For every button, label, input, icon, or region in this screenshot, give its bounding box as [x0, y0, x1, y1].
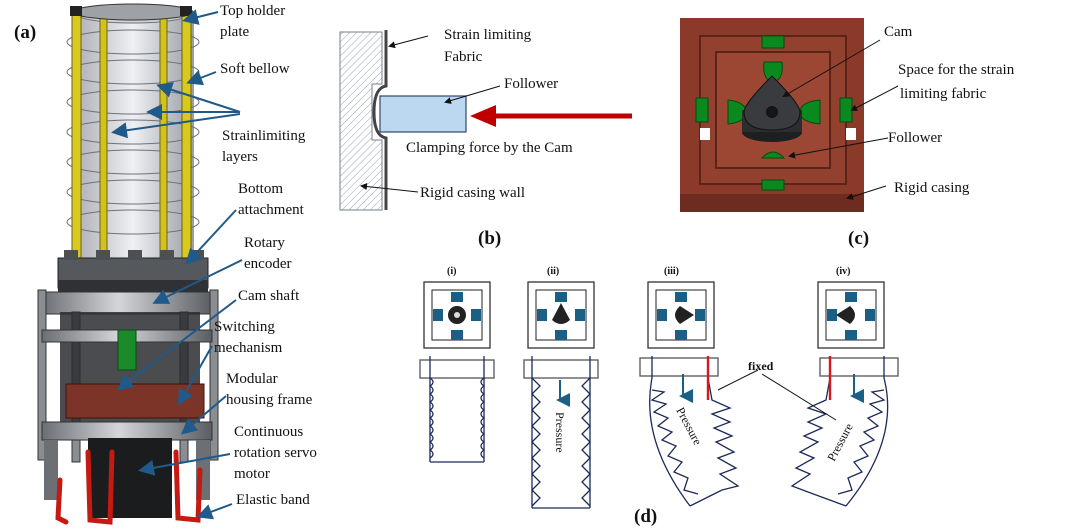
bellow-i — [419, 356, 495, 463]
label-rotary-2: encoder — [244, 256, 291, 272]
rigid-casing-wall — [339, 31, 383, 211]
pressure-label-iv: Pressure — [824, 421, 855, 463]
modular-housing-frame — [37, 289, 219, 463]
label-top-holder-2: plate — [220, 24, 249, 40]
label-rotary: Rotary — [244, 235, 285, 251]
label-modular-2: housing frame — [226, 392, 313, 408]
bottom-attachment — [57, 250, 209, 294]
label-servo-2: rotation servo — [234, 445, 317, 461]
cam-shaft — [117, 329, 137, 371]
panel-c-labels: Cam Space for the strain limiting fabric… — [848, 24, 1015, 249]
label-elastic-band: Elastic band — [236, 492, 310, 508]
label-rigid-casing: Rigid casing — [894, 180, 970, 196]
label-switching: Switching — [214, 319, 275, 335]
label-rigid-wall: Rigid casing wall — [420, 185, 525, 201]
label-strain-fabric: Strain limiting — [444, 27, 532, 43]
label-bottom: Bottom — [238, 181, 283, 197]
switching-mechanism — [65, 383, 205, 419]
sub-label-i: (i) — [447, 266, 456, 277]
label-space-2: limiting fabric — [900, 86, 987, 102]
panel-label-c: (c) — [848, 228, 869, 249]
cam-top — [743, 75, 801, 131]
strain-limiting-fabric — [372, 30, 388, 210]
label-modular: Modular — [226, 371, 278, 387]
pressure-label-ii: Pressure — [553, 412, 567, 453]
label-space: Space for the strain — [898, 62, 1015, 78]
top-view-ii — [527, 281, 595, 349]
label-clamping-force: Clamping force by the Cam — [406, 140, 573, 156]
panel-b-labels: Strain limiting Fabric Follower Clamping… — [406, 27, 573, 249]
panel-c-diagram — [680, 18, 899, 212]
label-soft-bellow: Soft bellow — [220, 61, 290, 77]
panel-label-d: (d) — [634, 506, 657, 527]
bellow-ii — [523, 356, 599, 509]
servo-motor — [88, 438, 172, 518]
label-bottom-2: attachment — [238, 202, 305, 218]
panel-b-diagram — [339, 30, 632, 211]
sub-label-iv: (iv) — [836, 266, 850, 277]
label-strain-fabric-2: Fabric — [444, 49, 483, 65]
panel-label-a: (a) — [14, 22, 36, 43]
label-strainlimiting: Strainlimiting — [222, 128, 306, 144]
top-view-iii — [647, 281, 715, 349]
top-view-iv — [817, 281, 885, 349]
label-switching-2: mechanism — [214, 340, 283, 356]
bellow-iv — [790, 356, 899, 507]
follower-block — [379, 95, 467, 133]
sub-label-iii: (iii) — [664, 266, 679, 277]
label-follower-c: Follower — [888, 130, 942, 146]
followers — [695, 35, 853, 191]
fixed-leaders — [717, 369, 837, 421]
panel-label-b: (b) — [478, 228, 501, 249]
label-cam: Cam — [884, 24, 913, 40]
label-strainlimiting-2: layers — [222, 149, 258, 165]
panel-a-device — [37, 3, 219, 525]
label-servo-3: motor — [234, 466, 270, 482]
panel-d-sublabels: (i) (ii) (iii) (iv) — [447, 266, 850, 277]
pressure-label-iii: Pressure — [673, 405, 704, 447]
panel-a-leaders — [111, 9, 243, 520]
label-top-holder: Top holder — [220, 3, 285, 19]
top-view-i — [423, 281, 491, 349]
sub-label-ii: (ii) — [547, 266, 559, 277]
panel-a-labels: Top holder plate Soft bellow Strainlimit… — [214, 3, 317, 508]
fixed-label: fixed — [748, 359, 774, 373]
label-follower-b: Follower — [504, 76, 558, 92]
top-holder-plate — [72, 3, 194, 21]
label-cam-shaft: Cam shaft — [238, 288, 300, 304]
elastic-bands — [55, 449, 203, 525]
bellow-iii — [639, 356, 740, 507]
label-servo: Continuous — [234, 424, 303, 440]
